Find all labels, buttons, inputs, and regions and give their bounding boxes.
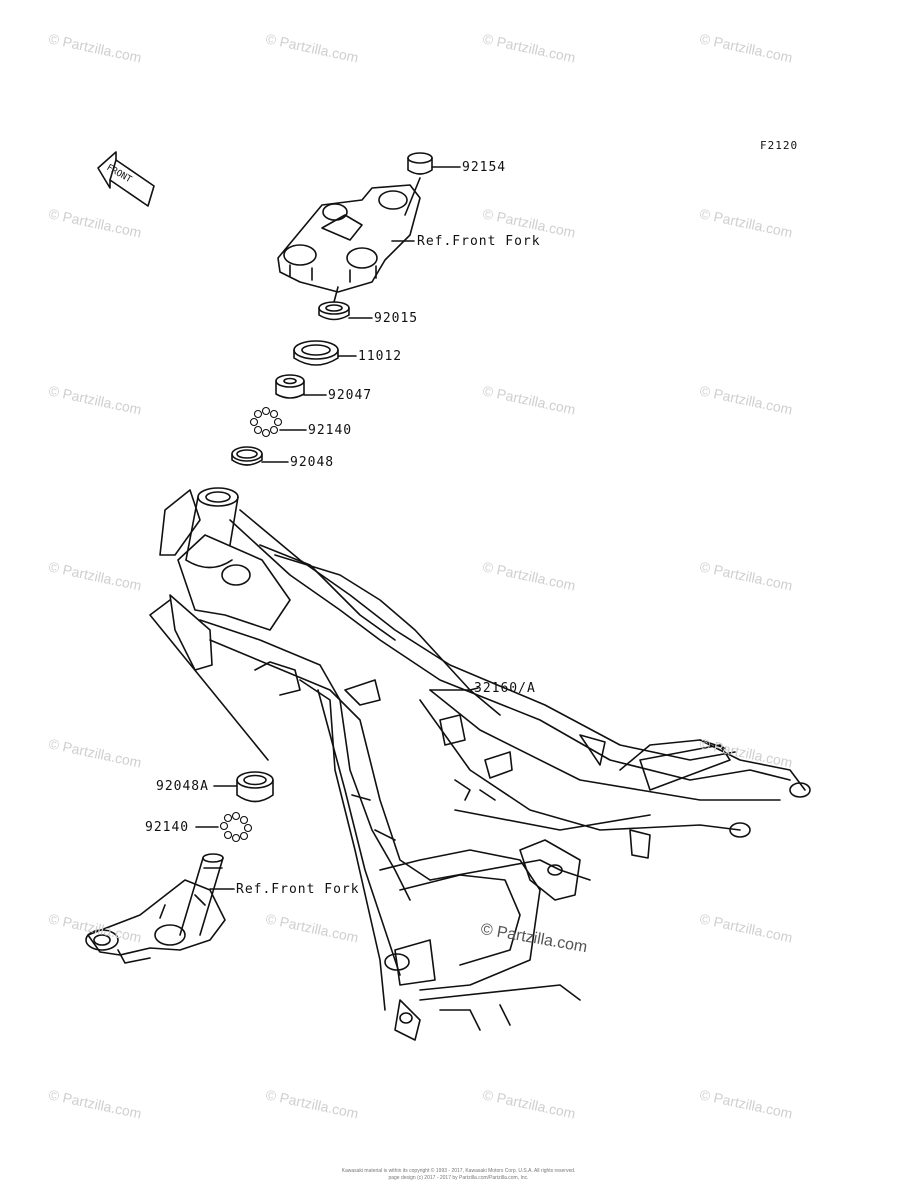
callout-ref-front-fork-bottom[interactable]: Ref.Front Fork	[236, 882, 360, 897]
callout-92048[interactable]: 92048	[290, 455, 335, 470]
leader-lines	[149, 599, 479, 890]
part-92140-balls-bottom	[219, 811, 253, 843]
callout-92140-bottom[interactable]: 92140	[145, 820, 190, 835]
front-arrow-icon	[97, 151, 155, 207]
callout-92048a[interactable]: 92048A	[156, 779, 209, 794]
callout-92015[interactable]: 92015	[374, 311, 419, 326]
part-92015-seal	[318, 286, 373, 321]
callout-92047[interactable]: 92047	[328, 388, 373, 403]
lower-triple-clamp	[85, 853, 226, 964]
callout-92154[interactable]: 92154	[462, 160, 507, 175]
upper-triple-clamp	[277, 184, 421, 293]
callout-32160a[interactable]: 32160/A	[474, 681, 536, 696]
footer-page-design: page design (c) 2017 - 2017 by Partzilla…	[388, 1175, 529, 1181]
part-92140-balls-top	[249, 406, 307, 438]
diagram-code: F2120	[760, 139, 799, 152]
footer-copyright: Kawasaki material is within its copyrigh…	[341, 1168, 576, 1174]
part-92048-race	[231, 446, 289, 466]
callout-92140-top[interactable]: 92140	[308, 423, 353, 438]
callout-11012[interactable]: 11012	[358, 349, 403, 364]
part-92154-cap	[404, 152, 461, 216]
part-11012-bearing	[293, 340, 357, 366]
part-92048a-race	[236, 771, 274, 803]
callout-ref-front-fork-top[interactable]: Ref.Front Fork	[417, 234, 541, 249]
part-92047-collar	[275, 374, 327, 399]
motorcycle-frame	[159, 487, 811, 1041]
